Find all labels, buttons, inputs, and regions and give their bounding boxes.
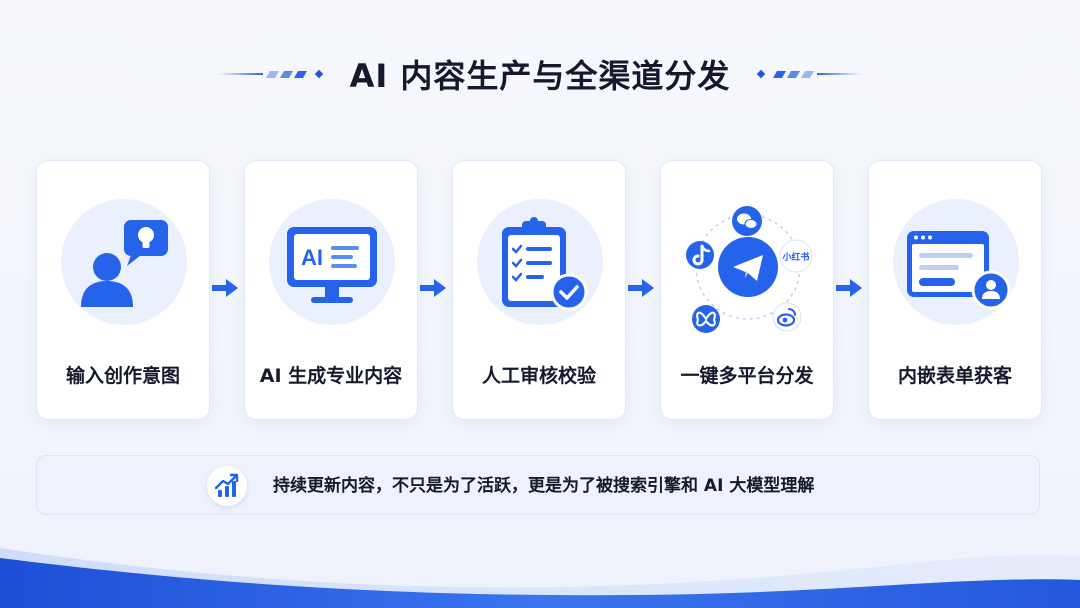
step-card-form-leads: 内嵌表单获客: [868, 160, 1042, 420]
summary-banner: 持续更新内容，不只是为了活跃，更是为了被搜索引擎和 AI 大模型理解: [36, 455, 1040, 515]
weibo-icon: [772, 302, 802, 332]
bottom-wave-decoration: [0, 548, 1080, 608]
checklist-clipboard-icon: [502, 217, 588, 311]
arrow-right-icon: [628, 279, 654, 297]
ai-monitor-text: AI: [301, 245, 323, 270]
step-label: 输入创作意图: [65, 365, 180, 387]
xiaohongshu-text: 小红书: [781, 251, 809, 263]
process-flow: 输入创作意图 AI AI 生成专业内容: [36, 160, 1042, 420]
wechat-icon: [732, 206, 762, 236]
step-icon-bg: [893, 199, 1019, 325]
step-label: 内嵌表单获客: [897, 365, 1012, 387]
banner-text: 持续更新内容，不只是为了活跃，更是为了被搜索引擎和 AI 大模型理解: [273, 476, 815, 496]
user-idea-icon: [81, 220, 168, 307]
title-decoration-right: [752, 69, 862, 79]
step-label: AI 生成专业内容: [259, 365, 403, 387]
step-card-human-review: 人工审核校验: [452, 160, 626, 420]
growth-chart-icon-wrap: [207, 466, 247, 506]
ai-monitor-icon: AI: [287, 227, 377, 303]
step-icon-bg: [477, 199, 603, 325]
step-card-ai-generate: AI AI 生成专业内容: [244, 160, 418, 420]
step-card-multi-platform: 小红书 一键多平台分发: [660, 160, 834, 420]
telegram-send-icon: 小红书: [686, 206, 813, 333]
xiaohongshu-icon: 小红书: [779, 239, 813, 273]
arrow-right-icon: [836, 279, 862, 297]
step-label: 人工审核校验: [481, 365, 596, 387]
tiktok-icon: [686, 241, 714, 269]
butterfly-icon: [692, 305, 720, 333]
step-icon-bg: 小红书: [685, 199, 813, 333]
page-title: AI 内容生产与全渠道分发: [349, 57, 731, 95]
title-row: AI 内容生产与全渠道分发: [0, 50, 1080, 98]
arrow-right-icon: [212, 279, 238, 297]
title-decoration-left: [218, 69, 328, 79]
step-icon-bg: AI: [269, 199, 395, 325]
form-window-user-icon: [907, 231, 1011, 310]
step-card-input-intent: 输入创作意图: [36, 160, 210, 420]
step-label: 一键多平台分发: [680, 365, 814, 387]
growth-chart-icon: [214, 473, 239, 497]
step-icon-bg: [61, 199, 187, 325]
arrow-right-icon: [420, 279, 446, 297]
